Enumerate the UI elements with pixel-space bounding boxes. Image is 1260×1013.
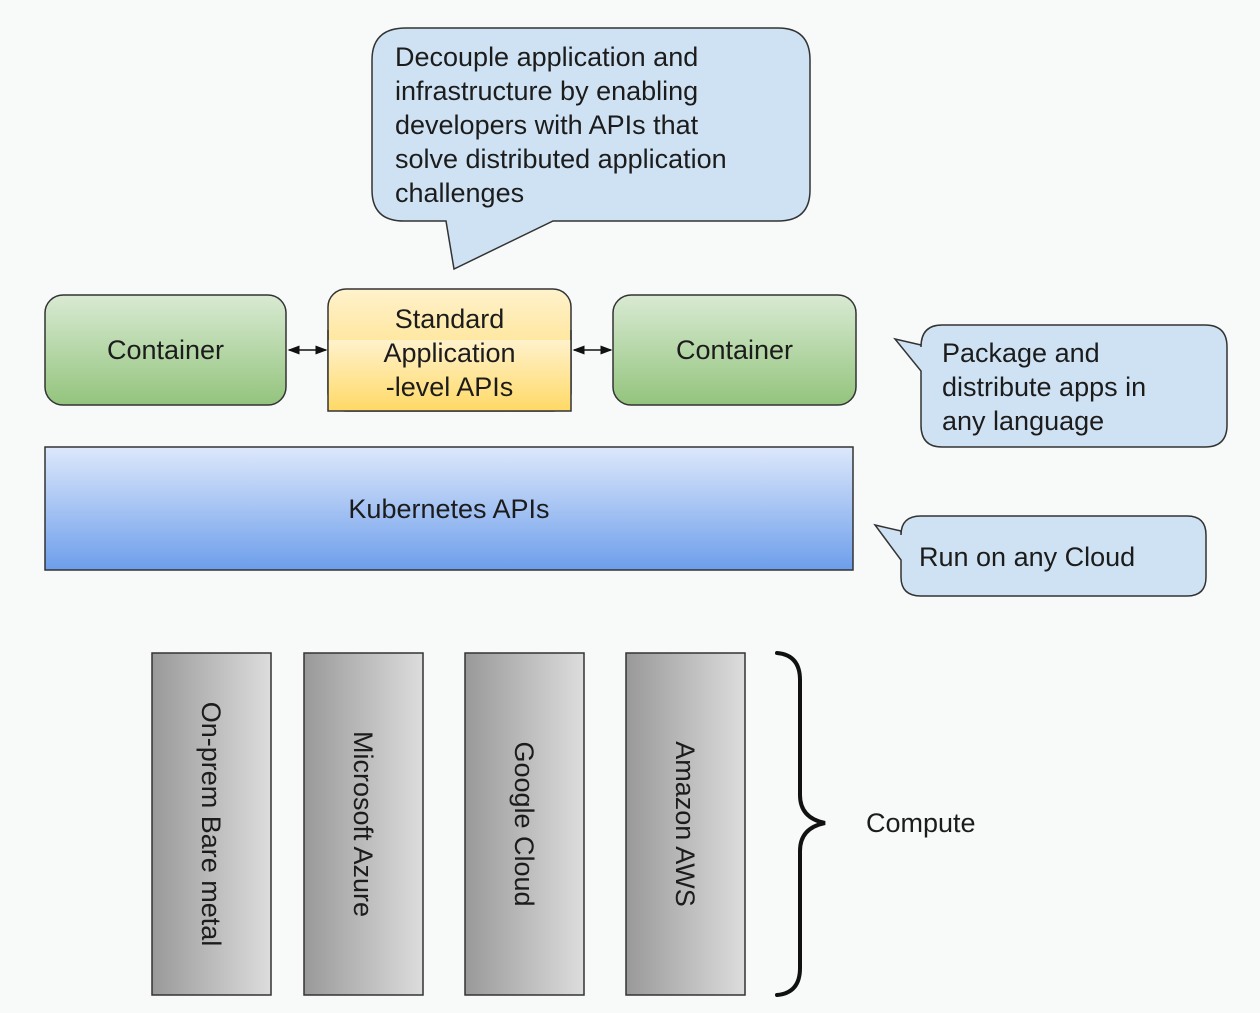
standard-apis-line: Standard <box>394 304 505 334</box>
provider-box-google <box>464 652 585 996</box>
cloud-callout-bubble <box>873 515 1207 597</box>
package-callout-line: Package and <box>942 338 1100 368</box>
top-callout-line: solve distributed application <box>395 144 727 174</box>
provider-label-onprem: On-prem Bare metal <box>196 701 226 947</box>
provider-box-aws <box>625 652 746 996</box>
package-callout-text: Package and distribute apps in any langu… <box>942 336 1222 438</box>
right-container-label: Container <box>675 335 794 365</box>
top-callout-bubble <box>371 27 811 271</box>
provider-label-azure: Microsoft Azure <box>348 730 378 918</box>
standard-apis-box-bottom <box>328 340 571 411</box>
compute-brace-icon <box>775 651 826 997</box>
standard-apis-label: Standard Application -level APIs <box>328 302 571 404</box>
package-callout-line: any language <box>942 406 1105 436</box>
top-callout-text: Decouple application and infrastructure … <box>395 40 805 210</box>
standard-apis-box-bottom-border <box>327 330 572 412</box>
compute-label: Compute <box>866 808 976 838</box>
right-container-box <box>612 294 857 406</box>
top-callout-line: Decouple application and <box>395 42 699 72</box>
kubernetes-apis-box <box>44 446 854 571</box>
standard-apis-line: Application <box>383 338 516 368</box>
provider-label-aws: Amazon AWS <box>670 741 700 907</box>
provider-box-azure <box>303 652 424 996</box>
package-callout-bubble <box>893 324 1228 448</box>
top-callout-line: challenges <box>395 178 525 208</box>
cloud-callout-text: Run on any Cloud <box>919 542 1136 572</box>
kubernetes-apis-label: Kubernetes APIs <box>348 493 550 524</box>
provider-box-onprem <box>151 652 272 996</box>
package-callout-line: distribute apps in <box>942 372 1147 402</box>
standard-apis-line: -level APIs <box>385 372 514 402</box>
top-callout-line: infrastructure by enabling <box>395 76 699 106</box>
top-callout-line: developers with APIs that <box>395 110 699 140</box>
provider-label-google: Google Cloud <box>509 741 539 907</box>
left-container-box <box>44 294 287 406</box>
left-container-label: Container <box>106 335 225 365</box>
